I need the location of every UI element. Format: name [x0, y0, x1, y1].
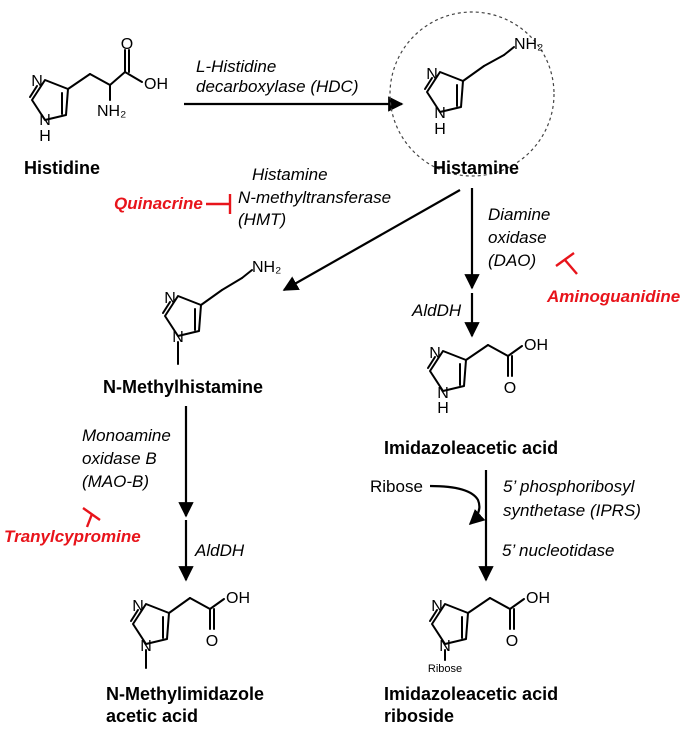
atom-n: N — [429, 345, 441, 362]
atom-oh: OH — [524, 337, 548, 354]
histamine-structure: N N H NH₂ — [424, 36, 543, 138]
aminoguanidine-inhibition-stem — [564, 259, 578, 275]
atom-h: H — [39, 128, 51, 145]
enzyme-hmt-label: (HMT) — [238, 210, 286, 229]
compound-n-methylhistamine-label: N-Methylhistamine — [103, 377, 263, 397]
enzyme-hdc-label: decarboxylase (HDC) — [196, 77, 359, 96]
compound-histidine-label: Histidine — [24, 158, 100, 178]
atom-o: O — [206, 633, 218, 650]
atom-n: N — [172, 329, 184, 346]
atom-n: N — [140, 638, 152, 655]
enzyme-dao-label: (DAO) — [488, 251, 536, 270]
atom-oh: OH — [226, 590, 250, 607]
compound-imidazoleacetic-acid-label: Imidazoleacetic acid — [384, 438, 558, 458]
enzyme-hdc-label: L-Histidine — [196, 57, 276, 76]
compound-histamine-label: Histamine — [433, 158, 519, 178]
enzyme-maob-label: Monoamine — [82, 426, 171, 445]
atom-nh2: NH₂ — [252, 259, 281, 276]
atom-n: N — [426, 66, 438, 83]
n-methylimidazole-acetic-acid-structure: N N OH O — [130, 590, 250, 669]
inhibitor-tranylcypromine-label: Tranylcypromine — [4, 527, 141, 546]
aminoguanidine-inhibition-bar — [555, 252, 575, 267]
atom-h: H — [437, 400, 449, 417]
compound-n-methylimidazole-label: N-Methylimidazole — [106, 684, 264, 704]
enzyme-aldh-left-label: AldDH — [194, 541, 245, 560]
atom-oh: OH — [144, 76, 168, 93]
enzyme-aldh-right-label: AldDH — [411, 301, 462, 320]
compound-iaa-riboside-label: riboside — [384, 706, 454, 726]
inhibitor-quinacrine-label: Quinacrine — [114, 194, 203, 213]
atom-nh2: NH₂ — [97, 103, 126, 120]
atom-n: N — [434, 105, 446, 122]
atom-n: N — [437, 385, 449, 402]
histamine-highlight-circle — [389, 11, 555, 177]
n-methylhistamine-structure: N N NH₂ — [162, 259, 281, 365]
cosubstrate-ribose-label: Ribose — [370, 477, 423, 496]
atom-n: N — [39, 112, 51, 129]
atom-o: O — [121, 36, 133, 53]
enzyme-iprs-label: 5’ phosphoribosyl — [503, 477, 636, 496]
hmt-arrow — [282, 189, 461, 291]
enzyme-hmt-label: N-methyltransferase — [238, 188, 391, 207]
inhibitor-aminoguanidine-label: Aminoguanidine — [546, 287, 680, 306]
enzyme-hmt-label: Histamine — [252, 165, 328, 184]
enzyme-nucleotidase-label: 5’ nucleotidase — [502, 541, 614, 560]
atom-o: O — [506, 633, 518, 650]
enzyme-maob-label: oxidase B — [82, 449, 157, 468]
imidazoleacetic-acid-riboside-structure: N N OH O Ribose — [428, 590, 550, 675]
atom-n: N — [31, 73, 43, 90]
atom-h: H — [434, 121, 446, 138]
tranylcypromine-inhibition-stem — [85, 513, 94, 528]
ribose-curved-arrow — [429, 484, 486, 526]
compound-iaa-riboside-label: Imidazoleacetic acid — [384, 684, 558, 704]
atom-n: N — [431, 598, 443, 615]
atom-oh: OH — [526, 590, 550, 607]
enzyme-iprs-label: synthetase (IPRS) — [503, 501, 641, 520]
ribose-substituent-label: Ribose — [428, 663, 462, 675]
atom-n: N — [164, 290, 176, 307]
enzyme-maob-label: (MAO-B) — [82, 472, 149, 491]
histidine-structure: N N H O OH NH₂ — [29, 36, 168, 145]
compound-n-methylimidazole-label: acetic acid — [106, 706, 198, 726]
atom-n: N — [439, 638, 451, 655]
enzyme-dao-label: Diamine — [488, 205, 550, 224]
quinacrine-inhibition-mark — [206, 194, 232, 214]
enzyme-dao-label: oxidase — [488, 228, 547, 247]
imidazoleacetic-acid-structure: N N H OH O — [427, 337, 548, 417]
atom-nh2: NH₂ — [514, 36, 543, 53]
atom-o: O — [504, 380, 516, 397]
atom-n: N — [132, 598, 144, 615]
